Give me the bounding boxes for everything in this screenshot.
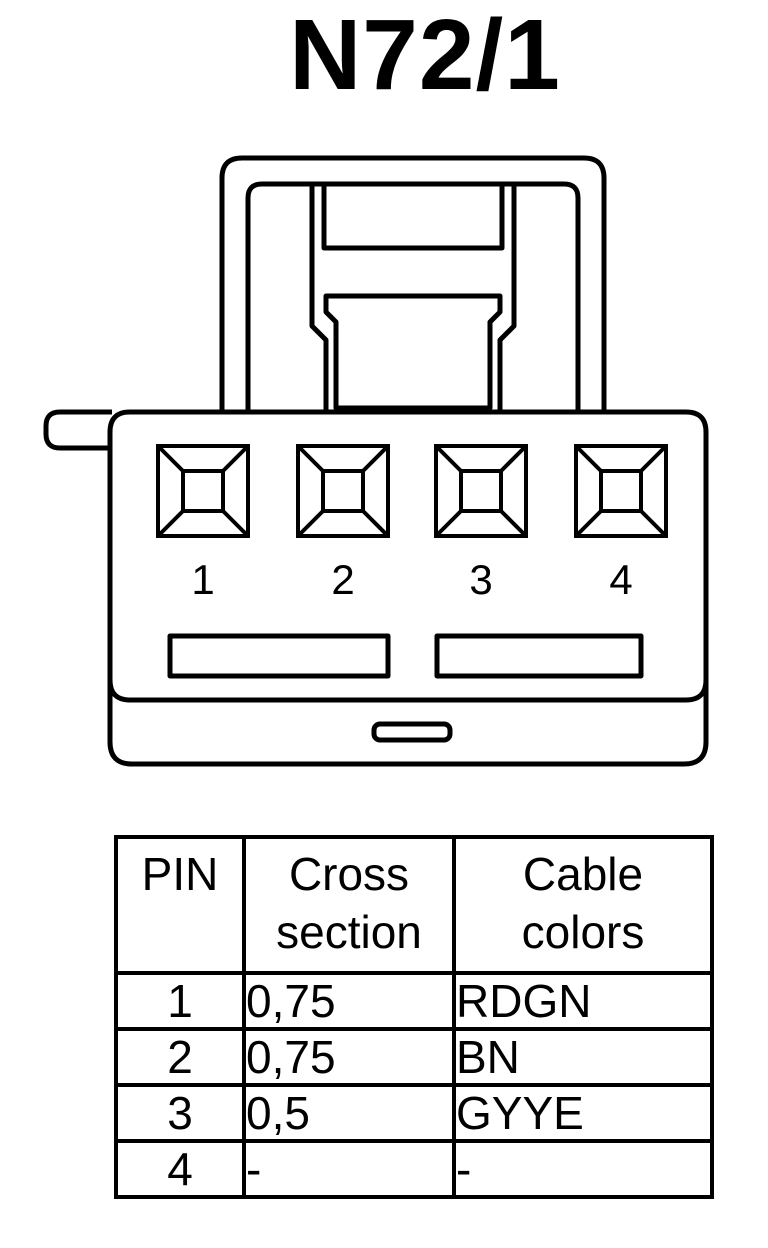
- housing: [107, 409, 709, 767]
- table-row: 3 0,5 GYYE: [114, 1083, 714, 1143]
- cell-cable-color: -: [452, 1139, 714, 1199]
- table-header-row: PIN Cross section Cable colors: [114, 835, 714, 975]
- cell-cable-color: RDGN: [452, 971, 714, 1031]
- header-pin: PIN: [114, 835, 246, 975]
- pin-label-1: 1: [191, 556, 214, 603]
- cell-pin: 1: [114, 971, 246, 1031]
- cell-pin: 4: [114, 1139, 246, 1199]
- locking-bracket-inner: [245, 181, 581, 412]
- cell-cross-section: 0,75: [242, 971, 456, 1031]
- cell-pin: 3: [114, 1083, 246, 1143]
- pin-label-4: 4: [609, 556, 632, 603]
- coding-slot-left: [167, 633, 391, 679]
- pin-table: PIN Cross section Cable colors 1 0,75 RD…: [114, 835, 714, 1199]
- table-row: 4 - -: [114, 1139, 714, 1199]
- cell-cross-section: 0,75: [242, 1027, 456, 1087]
- pin-cavity-1: [156, 444, 250, 538]
- table-row: 2 0,75 BN: [114, 1027, 714, 1087]
- locking-bracket-outer: [219, 155, 607, 412]
- housing-ledge: [107, 679, 709, 703]
- pin-cavity-2: [296, 444, 390, 538]
- side-tab: [43, 409, 112, 451]
- table-row: 1 0,75 RDGN: [114, 971, 714, 1031]
- latch-frame: [309, 184, 517, 412]
- connector-diagram: 1 2 3 4: [43, 155, 709, 767]
- bottom-slot: [371, 721, 453, 743]
- pin-cavity-3: [434, 444, 528, 538]
- cell-cable-color: GYYE: [452, 1083, 714, 1143]
- pin-label-3: 3: [469, 556, 492, 603]
- cell-pin: 2: [114, 1027, 246, 1087]
- cell-cross-section: 0,5: [242, 1083, 456, 1143]
- page-title: N72/1: [289, 0, 561, 111]
- cell-cross-section: -: [242, 1139, 456, 1199]
- cell-cable-color: BN: [452, 1027, 714, 1087]
- pin-cavity-4: [574, 444, 668, 538]
- header-cable-colors: Cable colors: [452, 835, 714, 975]
- pin-label-2: 2: [331, 556, 354, 603]
- coding-slot-right: [434, 633, 644, 679]
- header-cross-section: Cross section: [242, 835, 456, 975]
